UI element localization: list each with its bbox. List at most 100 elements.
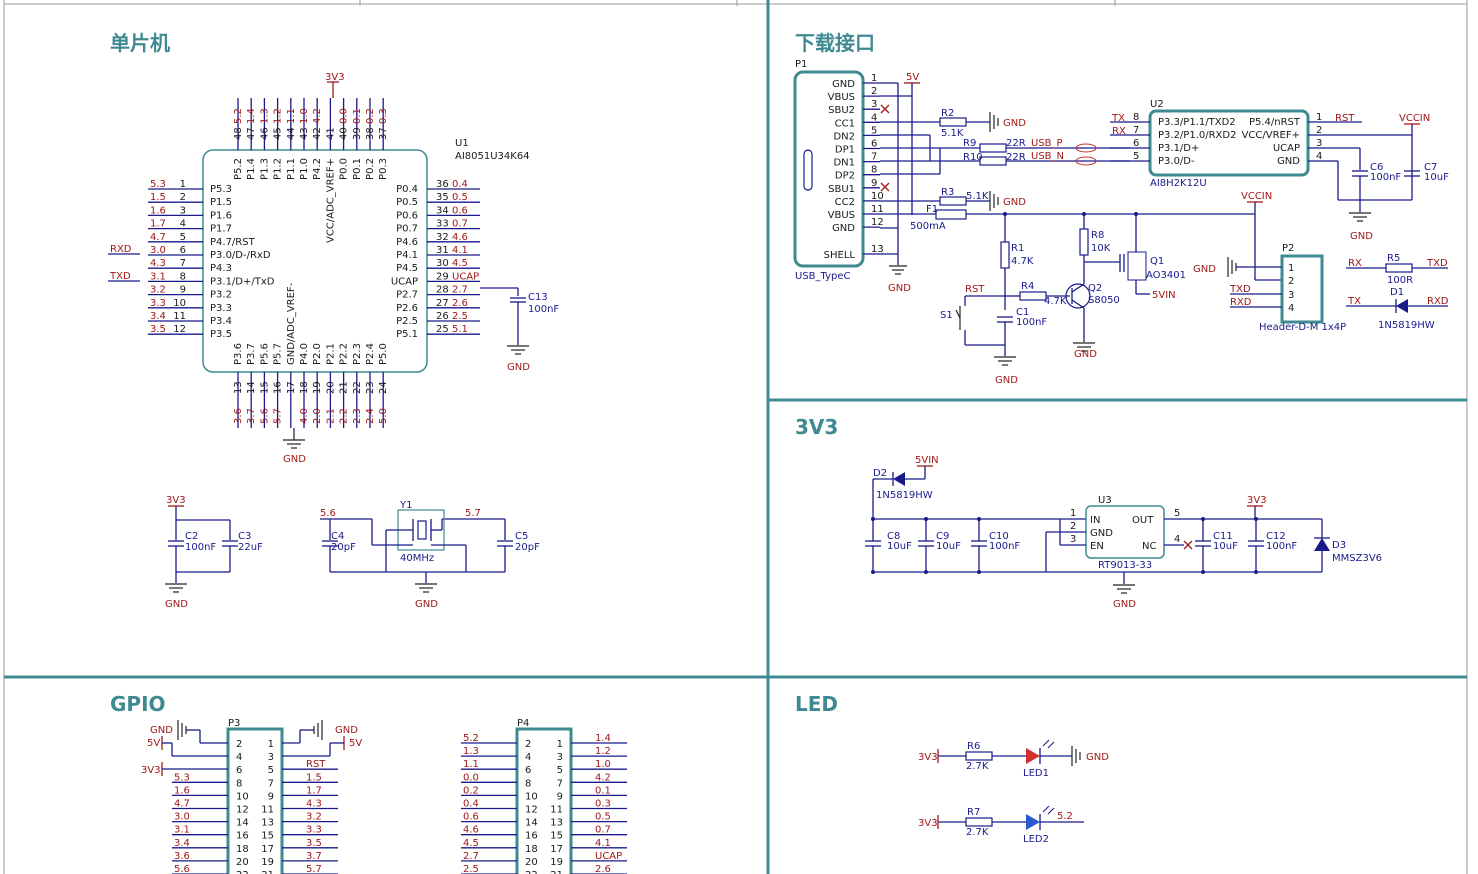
header-even-pin: 6 [236, 765, 242, 776]
p1-pin-num: 7 [871, 152, 877, 163]
mcu-bottom-pin-name: P2.4 [365, 343, 376, 365]
r1-ref: R1 [1011, 243, 1024, 254]
dec-gnd: GND [165, 599, 188, 610]
mcu-right-pin-num: 36 [436, 179, 449, 190]
mcu-bottom-pin-num: 19 [312, 381, 323, 394]
mcu-bottom-net: 4.0 [299, 408, 310, 424]
mcu-bottom-pin-num: 20 [325, 381, 336, 394]
header-odd-pin: 3 [268, 752, 274, 763]
mcu-right-pin-num: 32 [436, 232, 449, 243]
header-even-pin: 22 [525, 870, 538, 874]
p3-3v3-l: 3V3 [141, 765, 161, 776]
section-title-download: 下载接口 [795, 31, 875, 55]
header-right-net: 0.5 [595, 812, 611, 823]
mcu-bottom-net: 3.6 [233, 408, 244, 424]
header-odd-pin: 21 [550, 870, 563, 874]
p1-ref: P1 [795, 59, 807, 70]
r6-value: 2.7K [966, 761, 989, 772]
u2-right-pin-num: 3 [1316, 138, 1322, 149]
u2-left-pin-name: P3.1/D+ [1158, 143, 1199, 154]
header-even-pin: 10 [236, 791, 249, 802]
header-left-net: 4.6 [463, 825, 479, 836]
mcu-right-pin-name: P0.5 [396, 197, 418, 208]
r7-value: 2.7K [966, 827, 989, 838]
r8-ref: R8 [1091, 230, 1104, 241]
header-odd-pin: 3 [557, 752, 563, 763]
header-right-net: 0.3 [595, 799, 611, 810]
mcu-right-net: 0.5 [452, 192, 468, 203]
p1-pin-num: 2 [871, 86, 877, 97]
header-right-net: 0.1 [595, 785, 611, 796]
mcu-bottom-pin-num: 24 [378, 381, 389, 394]
mcu-top-pin-name: P1.4 [246, 158, 257, 180]
mcu-bottom-pin-num: 17 [286, 381, 297, 394]
mcu-gnd-label: GND [283, 454, 306, 465]
u2-part: AI8H2K12U [1150, 178, 1207, 189]
mcu-right-net: 2.5 [452, 311, 468, 322]
header-left-net: 1.3 [463, 746, 479, 757]
mcu-vcc-label: 3V3 [325, 72, 345, 83]
d2-net: 5VIN [915, 455, 939, 466]
c9-value: 10uF [936, 541, 961, 552]
u3-pin-gnd: GND [1090, 528, 1113, 539]
s1-gnd: GND [995, 375, 1018, 386]
mcu-right-pin-num: 35 [436, 192, 449, 203]
u2-left-pin-name: P3.2/P1.0/RXD2 [1158, 130, 1236, 141]
r5-value: 100R [1387, 275, 1413, 286]
header-left-net: 0.4 [463, 799, 479, 810]
mcu-top-pin-name: P1.0 [299, 158, 310, 180]
p1-pin-num: 12 [871, 217, 884, 228]
q1-value: AO3401 [1146, 270, 1186, 281]
u2-rx-label: RX [1112, 126, 1126, 137]
f1-ref: F1 [926, 204, 938, 215]
p1-pin-name: SHELL [824, 250, 856, 261]
u3-num-4: 4 [1174, 534, 1180, 545]
mcu-left-net: 3.5 [150, 324, 166, 335]
header-odd-pin: 19 [550, 857, 563, 868]
c4-value: 20pF [331, 542, 356, 553]
cap-junction [977, 570, 981, 574]
c13-ref: C13 [528, 292, 548, 303]
mcu-bottom-pin-num: 23 [365, 381, 376, 394]
mcu-bottom-pin-num: 14 [246, 381, 257, 394]
d3-ref: D3 [1332, 540, 1346, 551]
mcu-left-pin-name: P3.4 [210, 316, 232, 327]
header-odd-pin: 19 [261, 857, 274, 868]
r3-gnd: GND [1003, 197, 1026, 208]
v5in-label: 5VIN [1152, 290, 1176, 301]
mcu-bottom-net: 2.2 [339, 408, 350, 424]
header-right-net: 1.2 [595, 746, 611, 757]
r3-ref: R3 [941, 187, 954, 198]
r9-ref: R9 [963, 138, 976, 149]
header-even-pin: 6 [525, 765, 531, 776]
header-odd-pin: 1 [268, 739, 274, 750]
header-odd-pin: 5 [268, 765, 274, 776]
mcu-txd-label: TXD [109, 271, 131, 282]
mcu-right-net: 0.6 [452, 205, 468, 216]
header-even-pin: 20 [525, 857, 538, 868]
mcu-bottom-net: 5.6 [259, 408, 270, 424]
mcu-left-net: 1.6 [150, 205, 166, 216]
header-left-net: 4.7 [174, 799, 190, 810]
mcu-top-pin-name: P1.2 [273, 158, 284, 180]
mcu-top-pin-name: P5.2 [233, 158, 244, 180]
mcu-left-pin-num: 5 [180, 232, 186, 243]
mcu-right-pin-name: P4.6 [396, 237, 418, 248]
header-even-pin: 14 [236, 818, 249, 829]
p1-pin-num: 11 [871, 204, 884, 215]
mcu-top-net: 0.2 [365, 108, 376, 124]
mcu-part: AI8051U34K64 [455, 151, 530, 162]
header-odd-pin: 7 [268, 778, 274, 789]
c3-ref: C3 [238, 531, 251, 542]
mcu-right-net: 2.6 [452, 298, 468, 309]
c5-value: 20pF [515, 542, 540, 553]
r9-value: 22R [1006, 138, 1026, 149]
sheet-frame [3, 0, 1468, 874]
r5-right: TXD [1426, 258, 1448, 269]
p1-pin-name: CC2 [835, 197, 855, 208]
